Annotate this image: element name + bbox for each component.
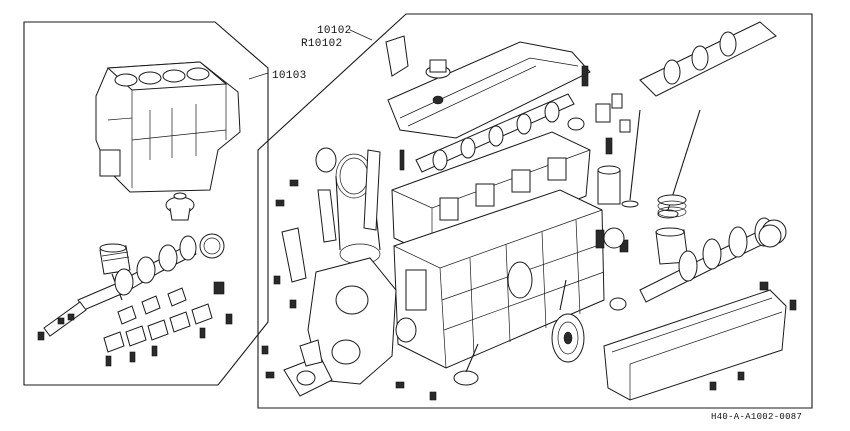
- piston-left: [99, 243, 131, 301]
- bolts-left: [37, 281, 233, 367]
- oil-pan: [603, 289, 787, 401]
- callout-assembly-alt-number: R10102: [301, 38, 343, 50]
- main-bearing-caps-left: [103, 287, 213, 353]
- bolts-engine: [261, 65, 797, 401]
- cylinder-block-bare: [95, 61, 241, 193]
- short-block-group-outline: [23, 21, 269, 386]
- leader-line-10102: [349, 29, 373, 41]
- timing-cover: [307, 257, 417, 385]
- oil-strainer-engine: [453, 343, 479, 386]
- crankshaft-left: [43, 233, 225, 337]
- valve-train: [595, 21, 777, 219]
- seals-and-gaskets-engine: [567, 117, 782, 311]
- callout-assembly-number: 10102: [317, 25, 352, 37]
- cylinder-block-engine: [393, 189, 605, 369]
- engine-mounting-brackets: [281, 35, 409, 367]
- timing-chain: [315, 147, 381, 265]
- leader-line-10103: [248, 72, 269, 80]
- crankshaft-pulley: [551, 279, 585, 363]
- engine-assembly-group-outline: [257, 13, 813, 409]
- camshaft-assembly: [415, 93, 575, 173]
- oil-strainer-left: [165, 192, 195, 221]
- callout-block-number: 10103: [272, 70, 307, 82]
- cylinder-head: [391, 131, 591, 257]
- piston-engine: [597, 165, 689, 265]
- cylinder-head-cover: [387, 41, 591, 139]
- figure-code: H40-A-A1002-0087: [711, 412, 803, 422]
